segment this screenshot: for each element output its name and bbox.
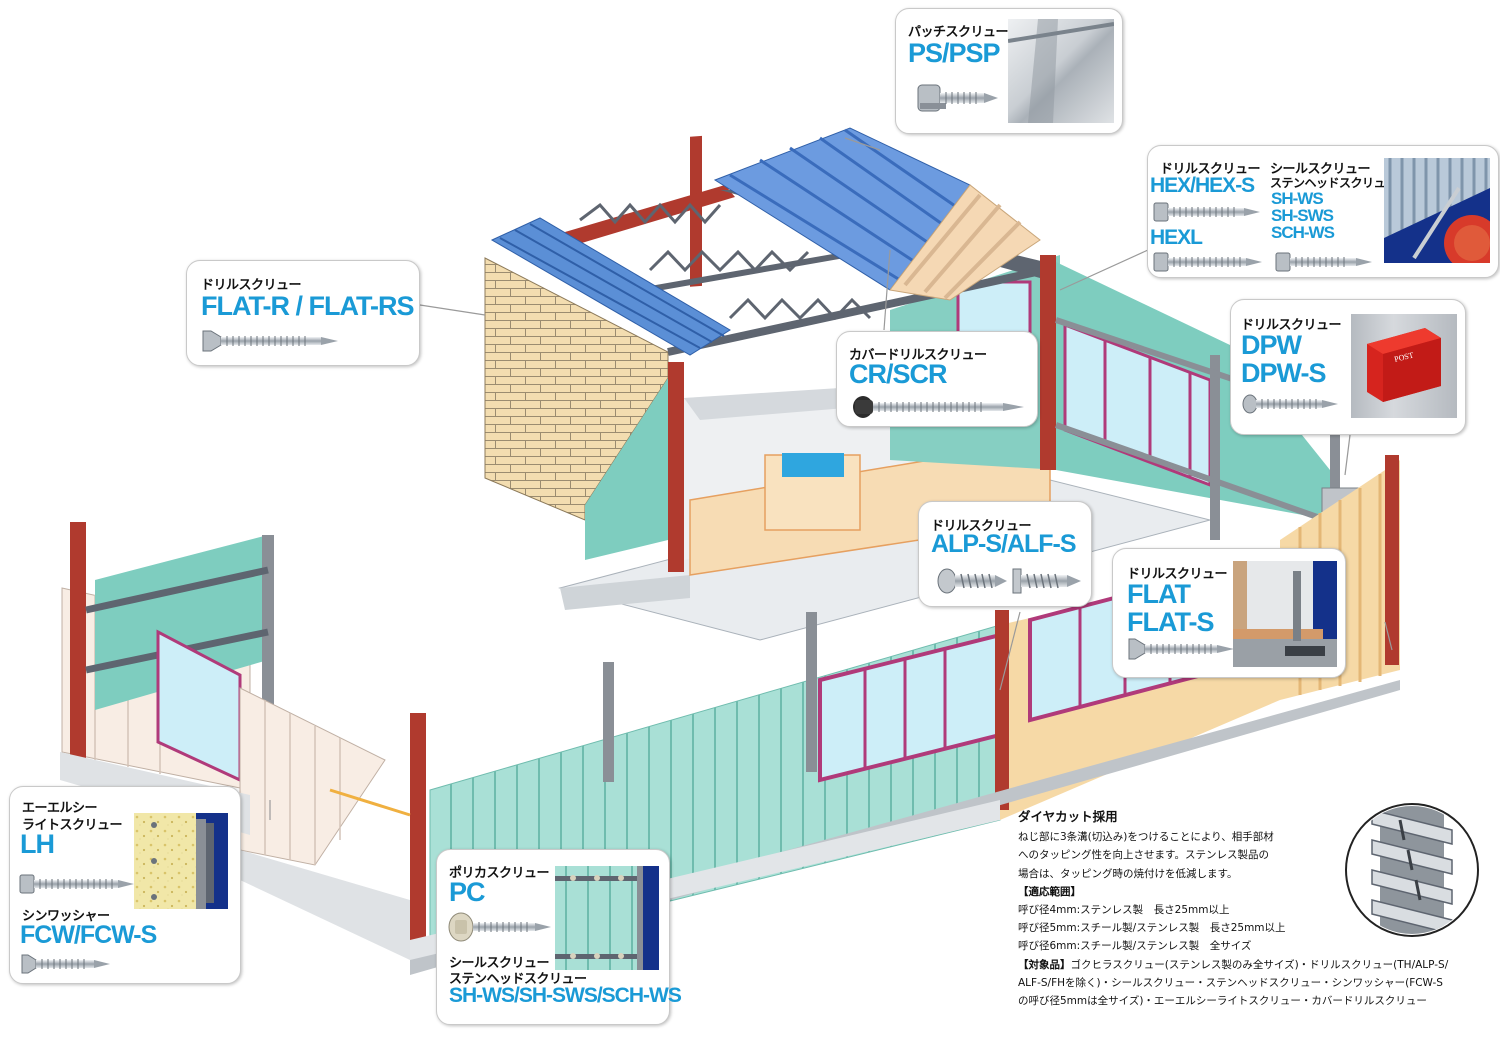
notes-desc-line: 場合は、タッピング時の焼付けを低減します。 [1018,867,1238,880]
callout-category: ドリルスクリュー [1241,318,1342,333]
screw-icon [1153,252,1262,272]
thread-closeup-illustration [1345,803,1479,937]
notes-range-line: 呼び径5mm:スチール製/ステンレス製 長さ25mm以上 [1018,922,1286,935]
notes-target-line: ゴクヒラスクリュー(ステンレス製のみ全サイズ)・ドリルスクリュー(TH/ALP-… [1070,958,1449,971]
diamond-cut-notes: ダイヤカット採用 ねじ部に3条溝(切込み)をつけることにより、相手部材 へのタッ… [1018,808,1478,1010]
screw-icon [853,396,1024,418]
notes-range-title: 【適応範囲】 [1018,885,1081,898]
callout-product-name-2: HEXL [1150,226,1203,249]
callout-product-name: ALP-S/ALF-S [931,530,1077,558]
callout-product-name: HEX/HEX-S [1150,174,1255,197]
callout-hex-screw: ドリルスクリュー HEX/HEX-S HEXL シールスクリュー ステンヘッドス… [1147,145,1499,278]
notes-desc-line: ねじ部に3条溝(切込み)をつけることにより、相手部材 [1018,831,1274,844]
screw-icon [937,568,1007,594]
callout-product-name-3: SH-WS [1271,189,1324,208]
callout-category-3: ステンヘッドスクリュー [1270,176,1397,190]
callout-product-name-2: DPW-S [1241,358,1326,388]
callout-category-2: シールスクリュー [1270,162,1371,177]
callout-product-name-2: FLAT-S [1127,607,1214,637]
callout-product-name: FLAT-R / FLAT-RS [201,291,414,321]
roof-closeup-photo [1008,19,1114,123]
notes-target-title: 【対象品】 [1018,958,1071,971]
screw-icon [1128,638,1234,660]
callout-product-name-5: SCH-WS [1271,223,1335,242]
notes-target-line: ALF-S/FHを除く)・シールスクリュー・ステンヘッドスクリュー・シンワッシャ… [1018,976,1443,989]
callout-category: エーエルシー [22,801,98,816]
callout-flat-r-screw: ドリルスクリュー FLAT-R / FLAT-RS [186,260,420,366]
screw-icon [19,874,134,894]
callout-category-3: ステンヘッドスクリュー [449,972,587,987]
callout-patch-screw: パッチスクリュー PS/PSP [895,8,1123,134]
callout-product-name: CR/SCR [849,359,948,389]
screw-icon [202,330,338,352]
callout-lh-screw: エーエルシー ライトスクリュー LH シンワッシャー FCW/FCW-S [9,786,241,984]
callout-product-name: FLAT [1127,579,1191,609]
callout-product-name: LH [20,829,55,859]
callout-product-name: PS/PSP [908,38,1001,68]
callout-category-3: シンワッシャー [22,909,110,924]
callout-category: ドリルスクリュー [1160,162,1261,177]
callout-category: カバードリルスクリュー [849,348,987,363]
callout-dpw-screw: ドリルスクリュー DPW DPW-S POST [1230,299,1466,435]
notes-title: ダイヤカット採用 [1018,809,1118,824]
callout-category: ドリルスクリュー [1127,567,1228,582]
callout-product-name-2: FCW/FCW-S [20,921,157,949]
callout-category: ポリカスクリュー [449,866,550,881]
screw-icon [1275,252,1372,272]
callout-category: パッチスクリュー [908,25,1009,40]
screw-icon [1153,202,1260,222]
callout-product-name: PC [449,877,486,907]
callout-category-2: シールスクリュー [449,956,550,971]
callout-category-2: ライトスクリュー [22,818,123,833]
callout-pc-screw: ポリカスクリュー PC シールスクリュー ステンヘッドスクリュー SH-WS/S… [436,849,682,1025]
notes-target-line: の呼び径5mmは全サイズ)・エーエルシーライトスクリュー・カバードリルスクリュー [1018,995,1427,1008]
screw-icon [1012,568,1081,594]
callout-flat-screw: ドリルスクリュー FLAT FLAT-S [1112,548,1346,678]
callout-product-name: DPW [1241,330,1302,360]
screw-icon [1242,394,1338,414]
notes-range-line: 呼び径4mm:ステンレス製 長さ25mm以上 [1018,904,1230,917]
alc-panel-photo [134,813,228,909]
screw-icon [917,84,998,112]
polycarbonate-panel-photo [555,866,659,970]
postbox-photo: POST [1351,314,1457,418]
callout-product-name-2: SH-WS/SH-SWS/SCH-WS [449,984,682,1007]
notes-range-line: 呼び径6mm:スチール製/ステンレス製 全サイズ [1018,940,1252,953]
notes-desc-line: へのタッピング性を向上させます。ステンレス製品の [1018,849,1269,862]
screw-icon [448,912,551,942]
wall-base-photo [1233,561,1337,667]
callout-category: ドリルスクリュー [931,519,1032,534]
callout-category: ドリルスクリュー [201,278,302,293]
callout-product-name-4: SH-SWS [1271,206,1334,225]
screw-icon [21,954,110,974]
callout-alp-screw: ドリルスクリュー ALP-S/ALF-S [918,501,1092,607]
corrugated-roof-photo [1384,158,1490,263]
callout-cover-drill-screw: カバードリルスクリュー CR/SCR [836,331,1038,427]
